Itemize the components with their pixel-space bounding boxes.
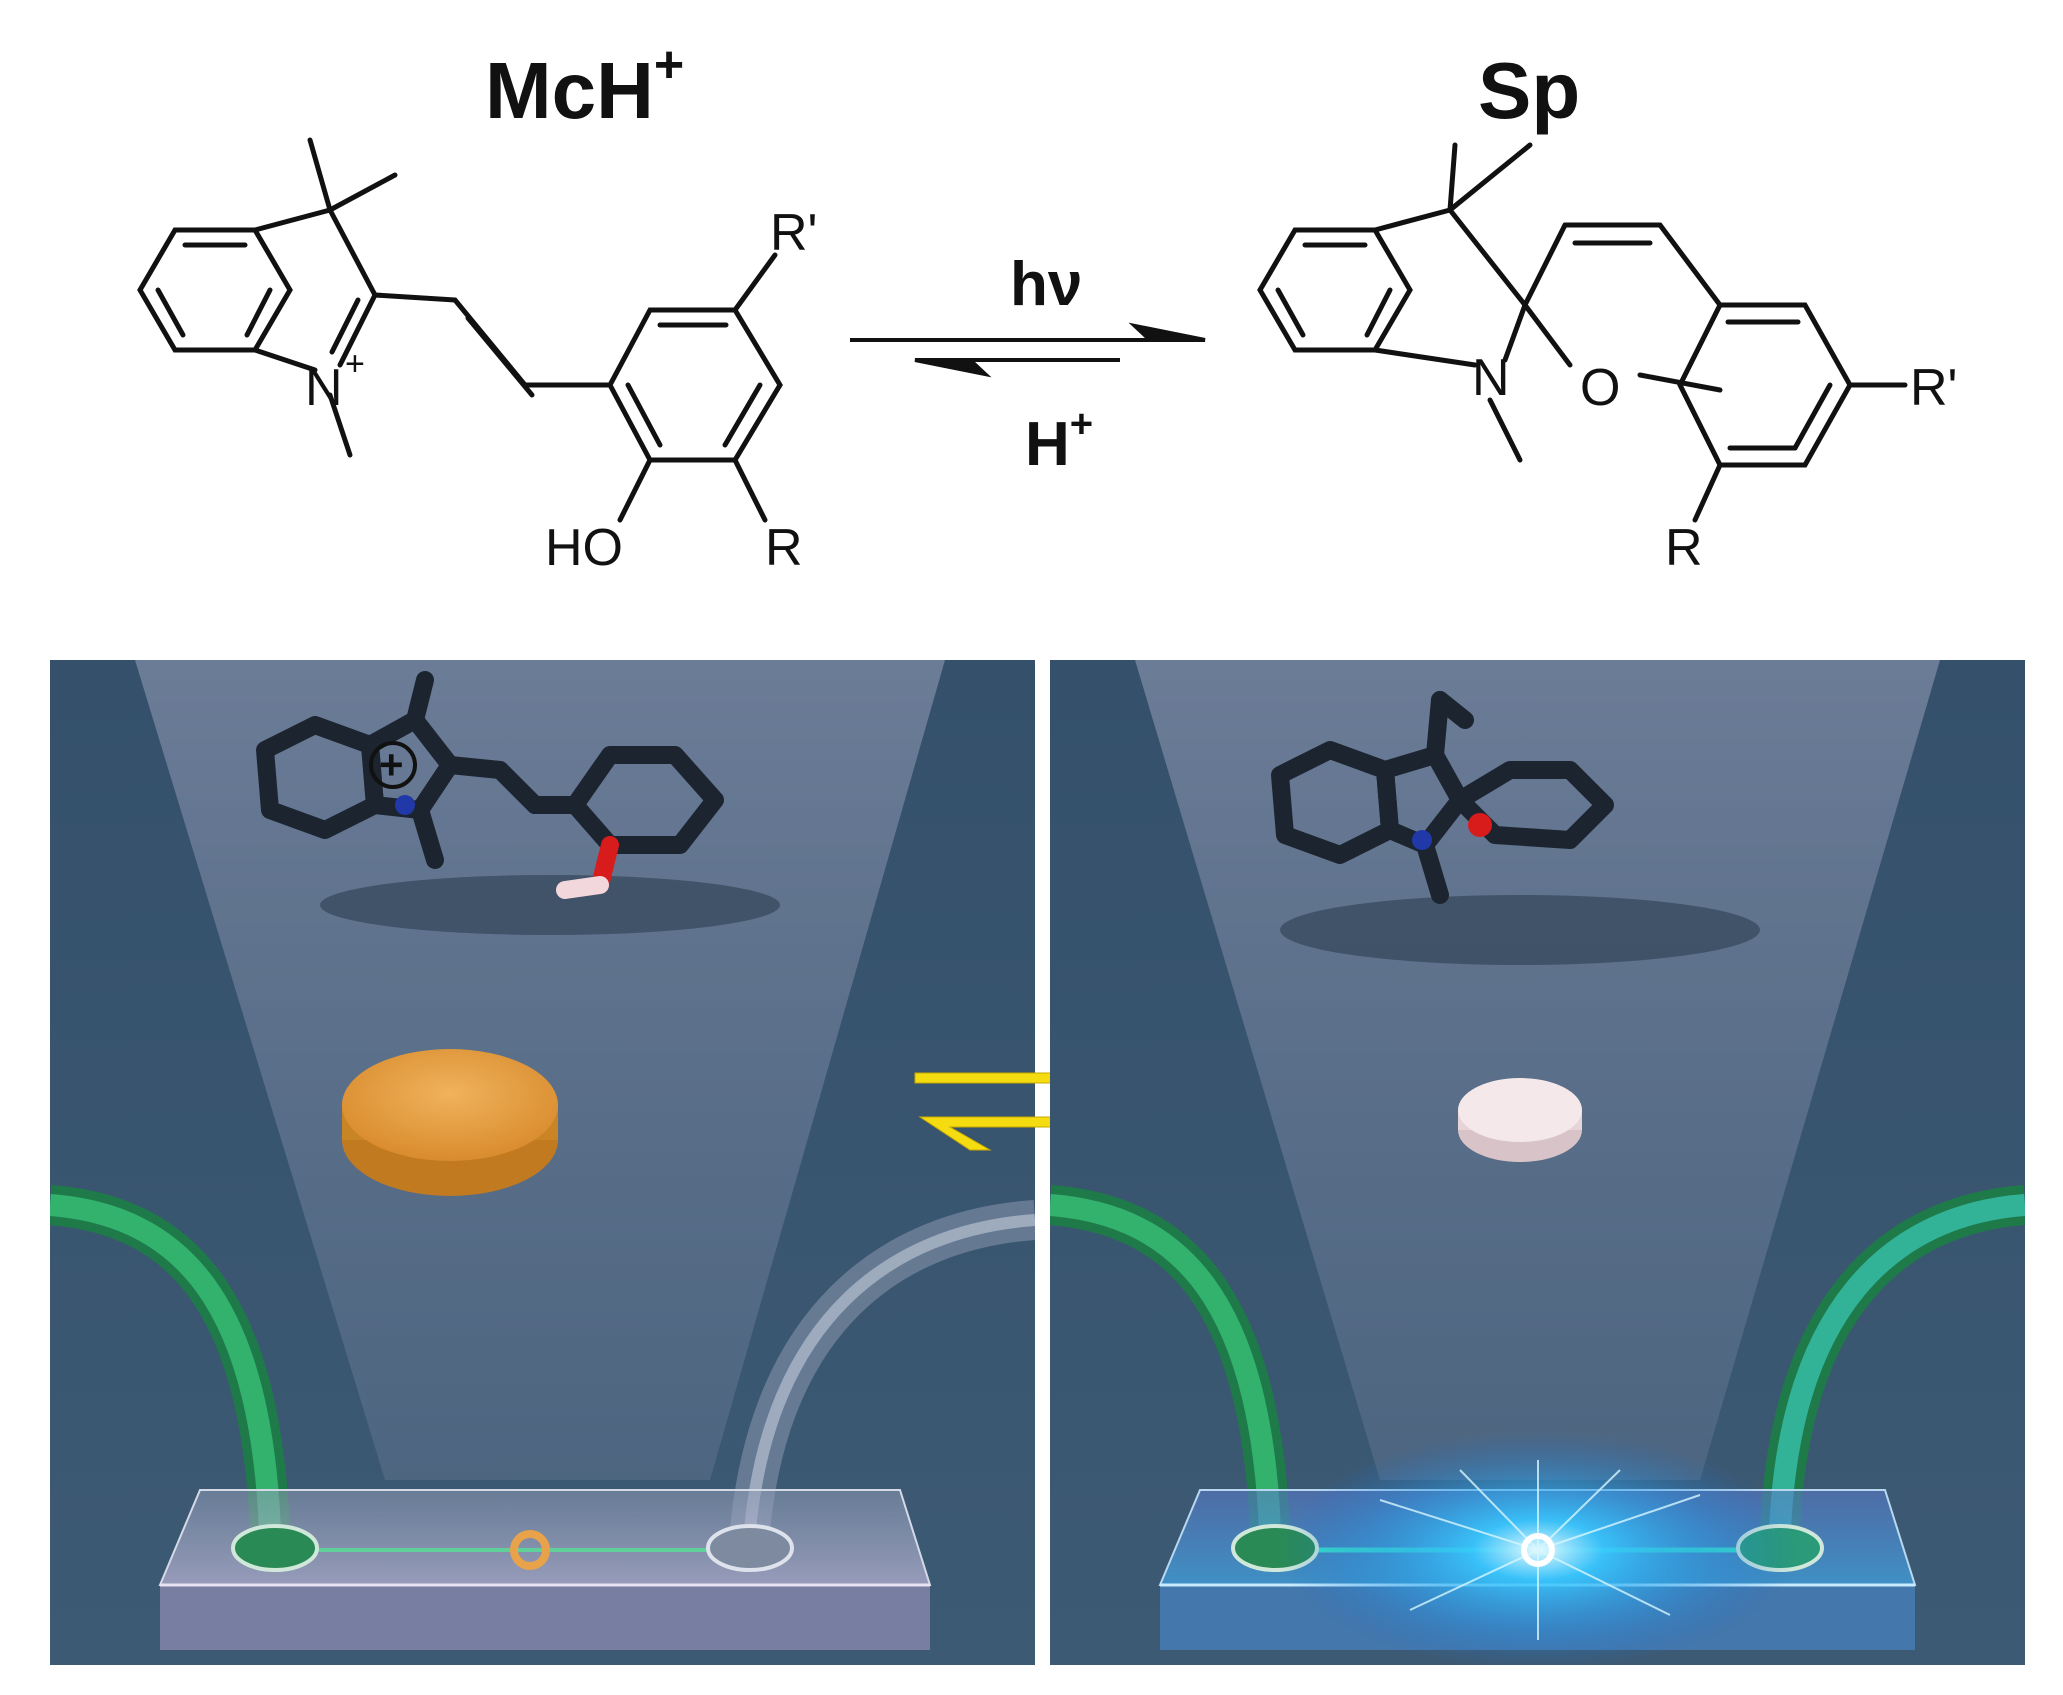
sample-spot xyxy=(510,1530,550,1570)
reaction-scheme: McH+ Sp N + HO R R' xyxy=(137,36,1957,577)
arrow-top-label: hν xyxy=(1010,250,1082,319)
sp-3d-molecule xyxy=(1271,691,1614,904)
sp-title: Sp xyxy=(1478,46,1580,135)
mch-r-label: R xyxy=(765,519,803,577)
sample-spot xyxy=(1521,1533,1555,1567)
mch-structure xyxy=(137,137,783,523)
nitrogen-atom xyxy=(395,795,415,815)
charge-circle xyxy=(369,741,417,789)
light-beam xyxy=(135,660,945,1480)
sp-r-label: R xyxy=(1665,519,1703,577)
mch-hydroxyl-label: HO xyxy=(545,519,623,577)
nitrogen-atom xyxy=(1412,830,1432,850)
arrow-bottom-label: H+ xyxy=(1025,402,1093,479)
hydroxyl-h xyxy=(556,876,609,899)
sp-rprime-label: R' xyxy=(1910,359,1957,417)
white-disc xyxy=(1458,1078,1582,1162)
sp-n-label: N xyxy=(1472,349,1510,407)
oxygen-atom xyxy=(1468,813,1492,837)
mch-n-charge: + xyxy=(345,345,365,383)
molecule-shadow xyxy=(320,875,780,935)
mch-rprime-label: R' xyxy=(770,204,817,262)
mch-render-panel: + xyxy=(50,660,1035,1665)
sp-structure xyxy=(1257,142,1908,523)
molecule-shadow xyxy=(1280,895,1760,965)
mch-title: McH+ xyxy=(485,36,684,135)
charge-sign: + xyxy=(379,741,404,788)
glow-rays xyxy=(1379,1460,1701,1640)
mch-n-label: N xyxy=(305,359,343,417)
microfluidic-chip xyxy=(158,1489,932,1650)
light-beam xyxy=(1135,660,1940,1480)
sp-o-label: O xyxy=(1580,359,1620,417)
orange-disc xyxy=(342,1049,558,1196)
reaction-arrows xyxy=(850,322,1206,378)
sp-render-panel xyxy=(1050,660,2025,1665)
